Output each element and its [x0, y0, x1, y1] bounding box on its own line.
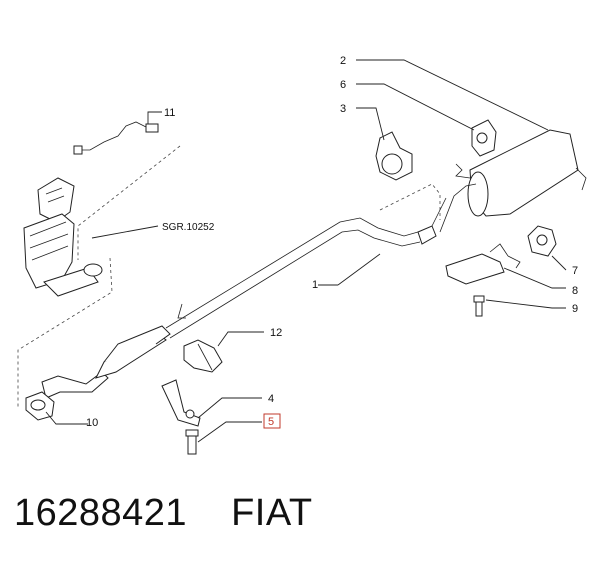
pipe-clamp-front	[183, 339, 223, 373]
callout-11: 11	[164, 107, 175, 119]
support-bracket	[445, 243, 521, 285]
callout-5: 5	[268, 416, 274, 428]
rubber-mount	[471, 119, 497, 157]
brand-name: FIAT	[231, 492, 313, 534]
part-number: 16288421	[14, 492, 188, 534]
catalytic-converter	[23, 177, 103, 297]
callout-sgr: SGR.10252	[162, 222, 215, 233]
main-exhaust-pipe	[95, 217, 437, 379]
lambda-sensor	[73, 121, 159, 155]
callout-8: 8	[572, 285, 578, 297]
front-pipe	[25, 371, 109, 421]
dashed-group-line	[379, 183, 441, 220]
callout-4: 4	[268, 393, 274, 405]
callout-6: 6	[340, 79, 346, 91]
callout-7: 7	[572, 265, 578, 277]
leader-lines	[45, 59, 567, 443]
callout-2: 2	[340, 55, 346, 67]
callout-12: 12	[270, 327, 282, 339]
rubber-mount-rear	[527, 225, 557, 257]
callout-3: 3	[340, 103, 346, 115]
bolt	[473, 295, 485, 317]
rear-silencer	[431, 129, 587, 233]
bracket-bolt	[185, 429, 199, 455]
callout-1: 1	[312, 279, 318, 291]
callout-9: 9	[572, 303, 578, 315]
callout-5-box	[263, 413, 281, 429]
dashed-group-line	[77, 145, 181, 260]
callout-10: 10	[86, 417, 98, 429]
part-caption: 16288421 FIAT	[14, 492, 313, 535]
pipe-clamp	[375, 131, 413, 181]
mounting-bracket	[161, 379, 201, 427]
